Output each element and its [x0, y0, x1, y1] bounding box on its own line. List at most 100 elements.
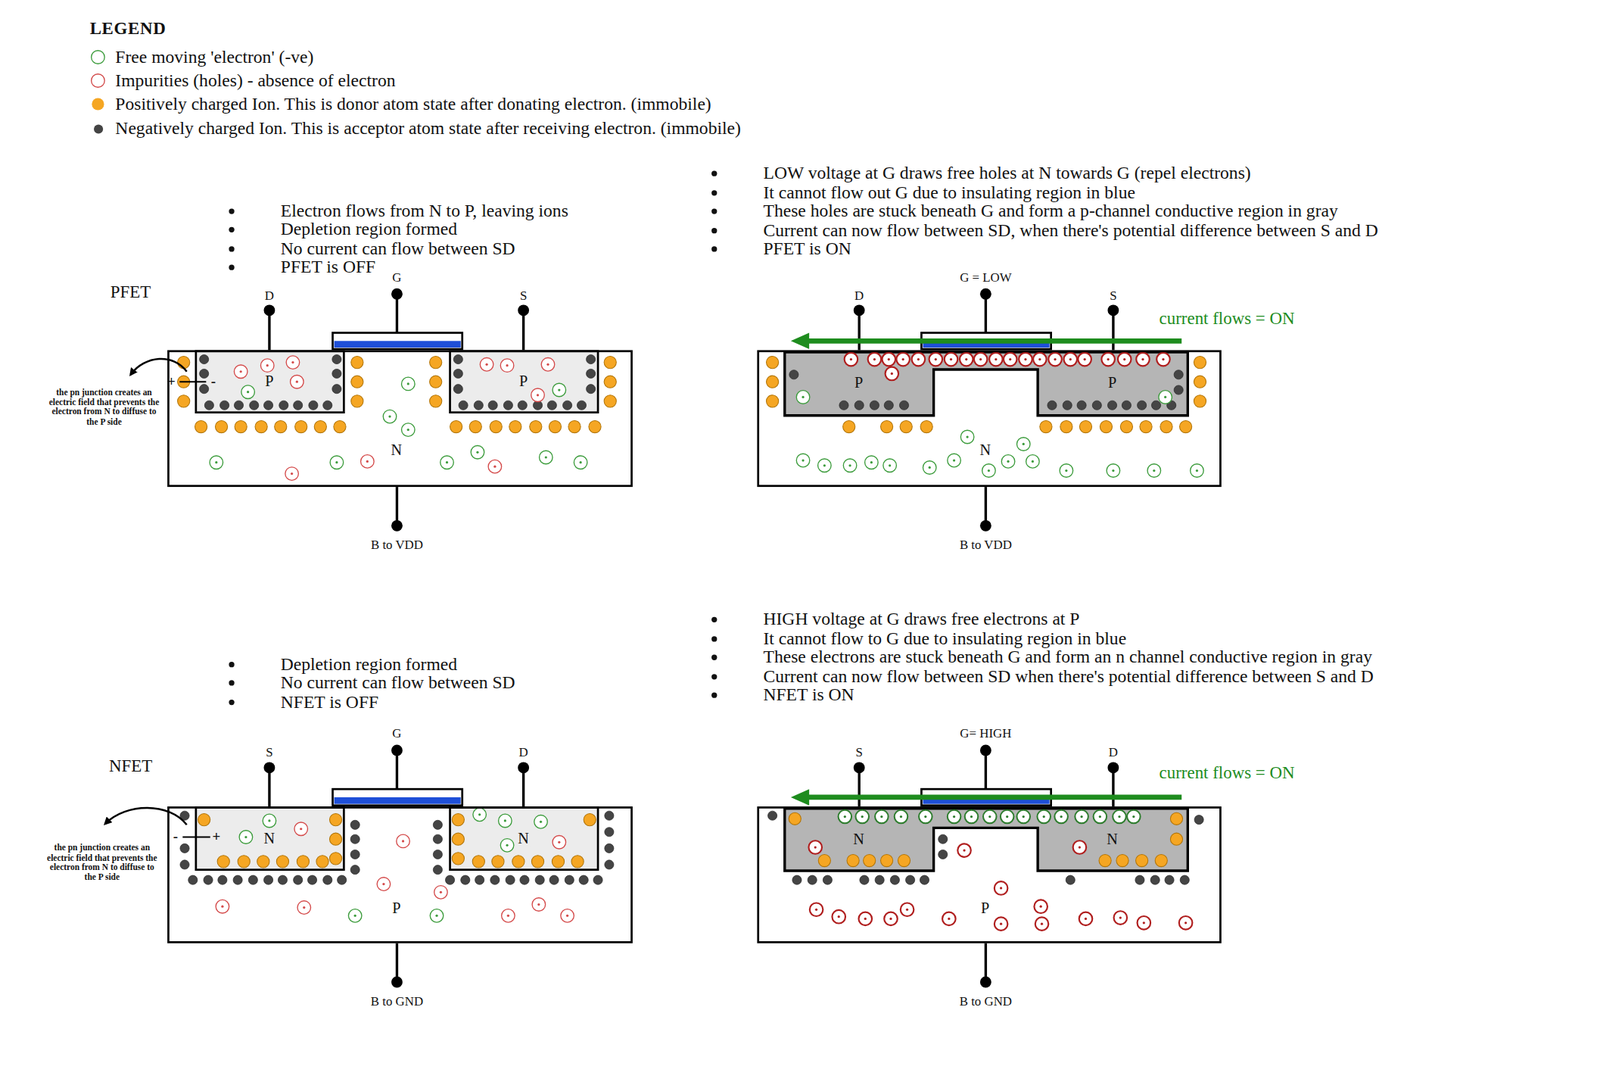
free-electron: [262, 813, 277, 828]
positive-ion: [1098, 853, 1112, 866]
hole-core: [1040, 922, 1043, 925]
hole: [868, 352, 882, 367]
bullet-text: Electron flows from N to P, leaving ions: [280, 202, 569, 221]
well-fill: [448, 349, 599, 414]
hole: [1114, 910, 1128, 925]
terminal-wire: [984, 486, 987, 526]
hole-core: [1078, 845, 1081, 848]
bullet-dot: [711, 227, 717, 234]
positive-ion: [1120, 420, 1133, 433]
positive-ion: [603, 375, 617, 388]
terminal-dot: [980, 744, 992, 757]
negative-ion: [854, 400, 864, 410]
region-letter: N: [389, 442, 405, 458]
hole-core: [815, 908, 818, 911]
positive-ion: [296, 855, 309, 868]
negative-ion: [1062, 400, 1072, 410]
free-electron: [241, 385, 256, 399]
positive-ion: [450, 420, 463, 433]
free-electron-core: [888, 463, 891, 467]
terminal-wire: [522, 767, 525, 807]
hole: [260, 358, 274, 373]
hole: [1137, 915, 1152, 930]
free-electron-core: [214, 460, 218, 464]
negative-ion: [188, 874, 198, 885]
positive-ion: [429, 356, 443, 369]
free-electron: [883, 458, 897, 473]
free-electron: [960, 429, 975, 444]
positive-ion: [255, 420, 268, 433]
bullet-dot: [711, 189, 717, 196]
positive-ion: [257, 855, 270, 868]
terminal-wire: [267, 310, 271, 351]
positive-ion: [583, 813, 596, 826]
bullet-text: Current can now flow between SD when the…: [762, 667, 1373, 686]
free-electron: [470, 445, 485, 459]
free-electron-core: [478, 812, 481, 816]
terminal-dot: [853, 304, 866, 316]
hole: [560, 908, 575, 923]
positive-ion: [1099, 420, 1112, 433]
legend-heading: LEGEND: [90, 19, 167, 38]
terminal-dot: [517, 304, 530, 316]
negative-ion: [323, 400, 333, 410]
free-electron: [1147, 463, 1162, 478]
hole-core: [1053, 357, 1056, 361]
free-electron-core: [267, 818, 271, 822]
hole: [1079, 912, 1093, 926]
free-electron-core: [1006, 460, 1009, 463]
terminal-wire: [858, 310, 861, 351]
free-electron-core: [861, 815, 864, 818]
positive-ion: [351, 356, 364, 369]
free-electron-core: [504, 818, 507, 822]
free-electron-core: [1060, 815, 1063, 818]
free-electron: [843, 458, 857, 473]
hole: [434, 885, 449, 900]
free-electron-core: [354, 914, 357, 917]
free-electron-core: [1080, 815, 1083, 818]
positive-ion: [316, 855, 329, 868]
free-electron-core: [870, 460, 873, 464]
hole: [959, 352, 974, 367]
hole-core: [905, 908, 909, 911]
hole-core: [949, 357, 953, 361]
free-electron: [1106, 463, 1121, 478]
hole-core: [1123, 357, 1126, 361]
hole: [974, 352, 988, 367]
hole-core: [493, 465, 496, 468]
terminal-dot: [264, 304, 276, 316]
region-letter: P: [263, 373, 277, 389]
free-electron: [1190, 463, 1205, 478]
positive-ion: [451, 832, 464, 845]
free-electron-core: [1132, 815, 1135, 818]
free-electron-core: [1164, 395, 1167, 399]
free-electron: [1001, 454, 1015, 469]
negative-ion: [517, 400, 527, 410]
negative-ion: [233, 874, 243, 885]
legend-sample: [90, 49, 106, 65]
bullet-text: HIGH voltage at G draws free electrons a…: [762, 610, 1080, 629]
hole-core: [566, 914, 569, 917]
hole-core: [1024, 357, 1027, 361]
negative-ion: [432, 834, 443, 844]
hole: [882, 352, 897, 367]
terminal-wire: [395, 486, 399, 526]
negative-ion: [505, 874, 515, 885]
negative-ion: [279, 400, 289, 410]
free-electron-core: [988, 815, 991, 818]
hole: [294, 821, 309, 836]
free-electron-core: [1005, 815, 1009, 818]
negative-ion: [1179, 874, 1190, 885]
positive-ion: [214, 420, 228, 433]
free-electron: [922, 460, 937, 475]
hole-core: [994, 357, 997, 361]
doped-well: N: [194, 805, 345, 870]
positive-ion: [529, 420, 542, 433]
region-letter: N: [516, 830, 532, 846]
positive-ion: [489, 420, 502, 433]
charge-sign: -: [211, 374, 216, 390]
negative-ion: [1150, 874, 1160, 885]
negative-ion: [1173, 370, 1183, 380]
hole-core: [889, 917, 892, 920]
free-electron-core: [476, 451, 479, 454]
